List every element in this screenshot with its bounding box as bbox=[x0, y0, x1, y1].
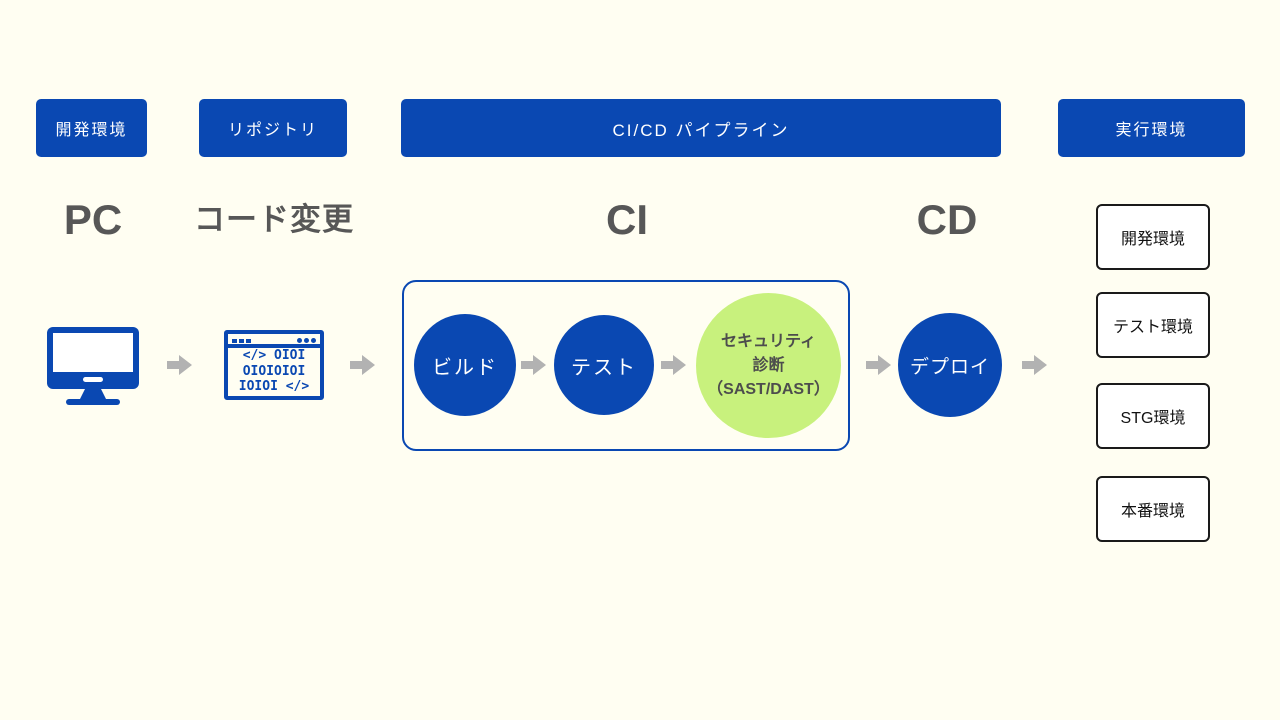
header-box-pipeline: CI/CD パイプライン bbox=[401, 99, 1001, 157]
security-scan-circle: セキュリティ 診断 （SAST/DAST） bbox=[696, 293, 841, 438]
security-scan-label-line3: （SAST/DAST） bbox=[707, 380, 830, 398]
env-box-label: STG環境 bbox=[1120, 410, 1186, 427]
label-code-change: コード変更 bbox=[194, 202, 354, 237]
label-ci: CI bbox=[606, 196, 648, 243]
env-box-test: テスト環境 bbox=[1096, 292, 1210, 358]
code-window-icon: </> OIOI OIOIOIOI IOIOI </> bbox=[224, 330, 324, 400]
env-box-dev: 開発環境 bbox=[1096, 204, 1210, 270]
arrow-right-icon bbox=[167, 354, 193, 376]
arrow-right-icon bbox=[521, 354, 547, 376]
deploy-step-circle: デプロイ bbox=[898, 313, 1002, 417]
security-scan-label-line2: 診断 bbox=[752, 356, 785, 374]
arrow-right-icon bbox=[350, 354, 376, 376]
env-box-label: テスト環境 bbox=[1112, 319, 1193, 336]
test-step-label: テスト bbox=[571, 356, 637, 379]
arrow-right-icon bbox=[1022, 354, 1048, 376]
arrow-right-icon bbox=[661, 354, 687, 376]
window-dots-icon bbox=[295, 330, 316, 348]
test-step-circle: テスト bbox=[554, 315, 654, 415]
env-box-label: 開発環境 bbox=[1120, 231, 1185, 248]
code-line: </> OIOI bbox=[242, 348, 306, 363]
label-pc: PC bbox=[63, 196, 123, 243]
window-dashes-icon bbox=[232, 330, 253, 348]
build-step-label: ビルド bbox=[432, 356, 498, 379]
security-scan-label-line1: セキュリティ bbox=[720, 332, 817, 350]
header-box-runtime-env: 実行環境 bbox=[1058, 99, 1245, 157]
env-box-production: 本番環境 bbox=[1096, 476, 1210, 542]
label-cd: CD bbox=[916, 196, 978, 243]
code-line: IOIOI </> bbox=[238, 379, 310, 395]
arrow-right-icon bbox=[866, 354, 892, 376]
monitor-icon bbox=[47, 327, 139, 410]
deploy-step-label: デプロイ bbox=[909, 356, 990, 378]
ci-pipeline-box bbox=[402, 280, 850, 451]
code-window-titlebar bbox=[228, 334, 320, 348]
header-box-repository: リポジトリ bbox=[199, 99, 347, 157]
header-box-dev-env: 開発環境 bbox=[36, 99, 147, 157]
build-step-circle: ビルド bbox=[414, 314, 516, 416]
code-line: OIOIOIOI bbox=[242, 363, 306, 379]
env-box-label: 本番環境 bbox=[1120, 503, 1185, 520]
env-box-staging: STG環境 bbox=[1096, 383, 1210, 449]
